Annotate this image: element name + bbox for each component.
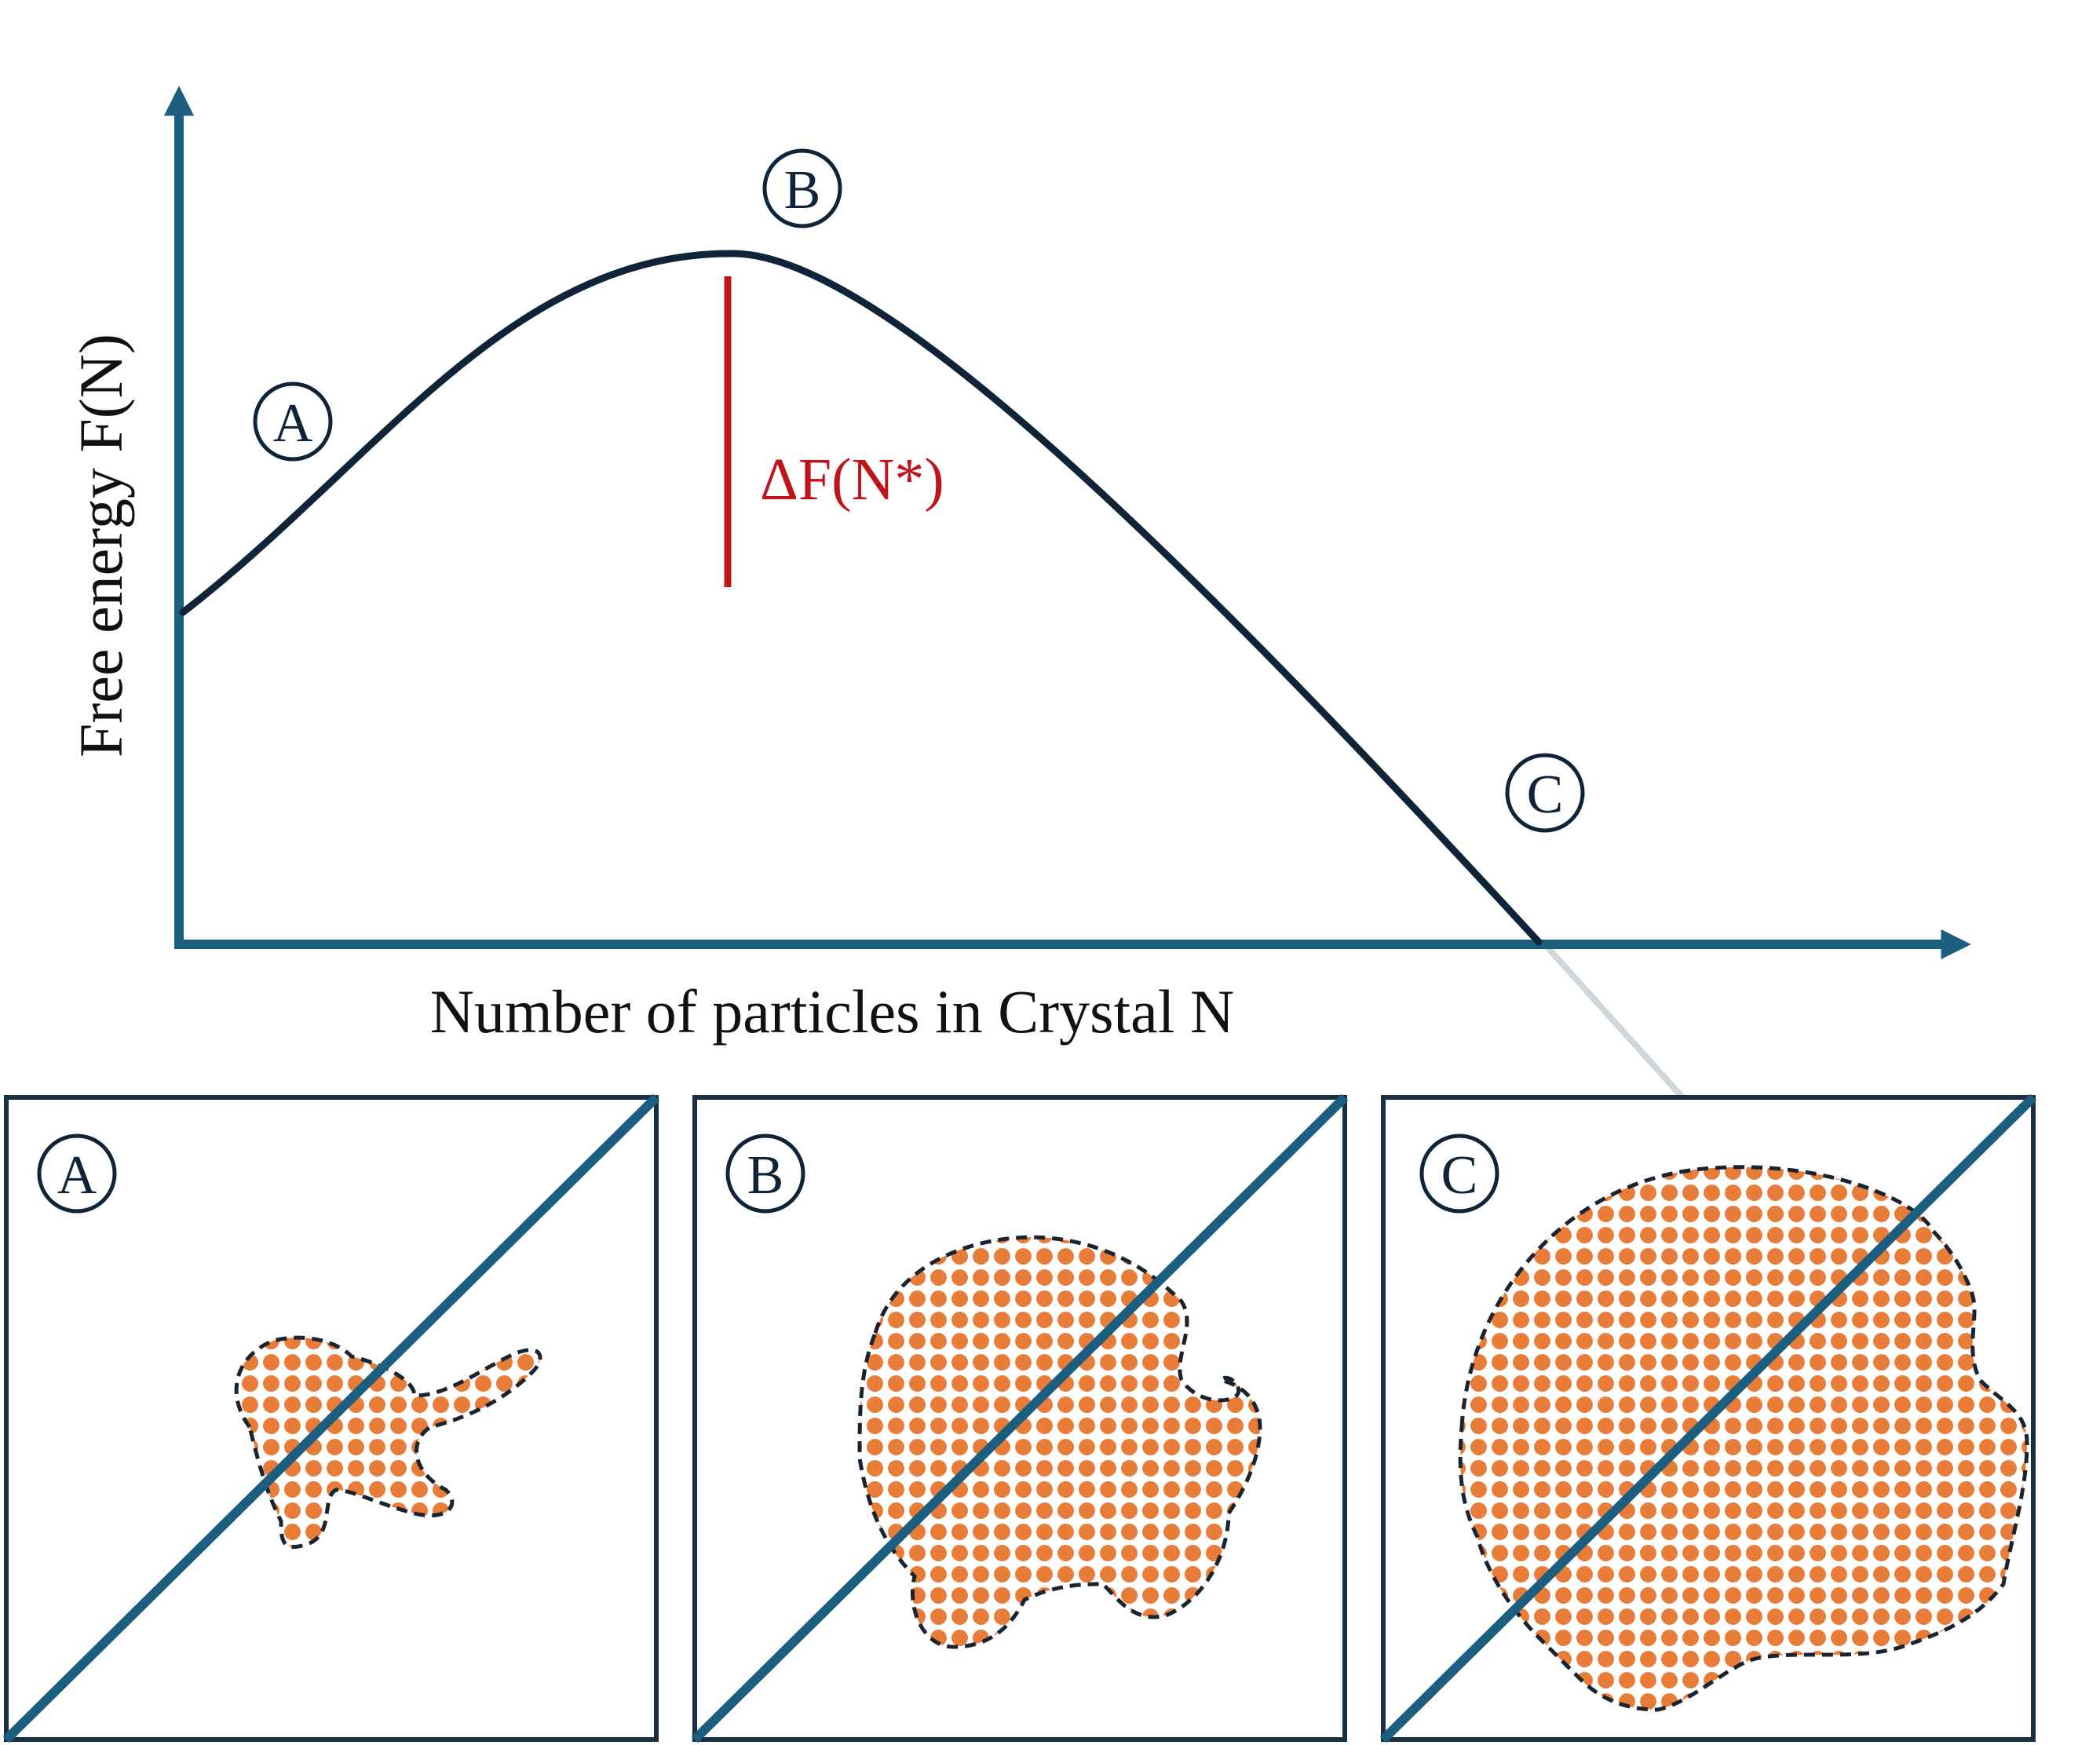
panel-a: A — [2, 1093, 660, 1743]
panel-label-marker-c: C — [1419, 1134, 1499, 1214]
panel-label-c: C — [1441, 1145, 1478, 1206]
x-axis-label: Number of particles in Crystal N — [430, 977, 1235, 1046]
point-label-c: C — [1527, 765, 1564, 825]
crystal-cluster-c — [1383, 1097, 2033, 1740]
point-marker-c: C — [1505, 753, 1585, 833]
panel-diagonal — [1379, 1093, 2037, 1743]
panel-diagonal — [691, 1093, 1349, 1743]
free-energy-graph: ΔF(N*) A B C Free energy F(N) Number of … — [67, 86, 1971, 1101]
point-label-b: B — [784, 160, 821, 221]
zoom-guide-line — [1540, 940, 1686, 1101]
y-axis-label: Free energy F(N) — [67, 334, 135, 758]
panel-diagonal — [2, 1093, 660, 1743]
panel-label-marker-b: B — [725, 1134, 805, 1214]
free-energy-curve — [179, 250, 1543, 946]
barrier-label: ΔF(N*) — [760, 447, 944, 513]
point-marker-a: A — [253, 381, 333, 462]
panel-label-marker-a: A — [37, 1134, 117, 1214]
panel-label-a: A — [57, 1145, 97, 1206]
panel-b: B — [691, 1093, 1349, 1743]
point-marker-b: B — [762, 148, 842, 228]
panel-c: C — [1379, 1093, 2037, 1743]
panel-label-b: B — [747, 1145, 784, 1206]
point-label-a: A — [273, 393, 313, 454]
